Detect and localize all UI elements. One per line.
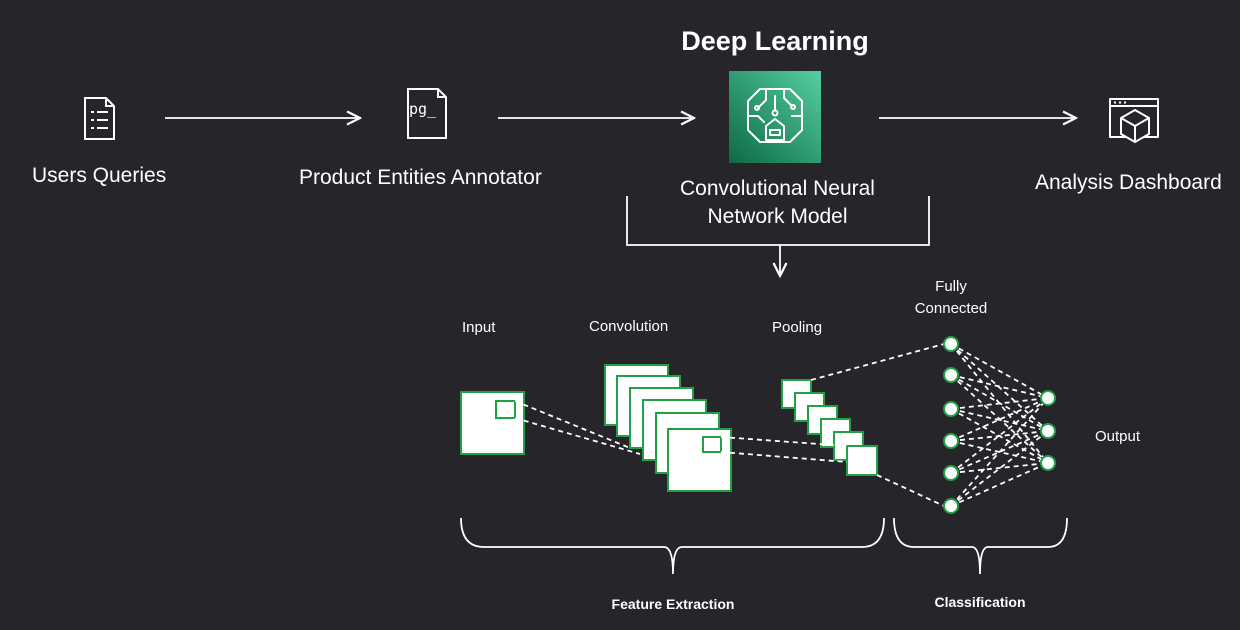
dense-link: [950, 430, 1049, 442]
pooling-layer: [781, 379, 878, 476]
pooling-label: Pooling: [772, 319, 823, 336]
output-node: [1040, 455, 1056, 471]
fully-connected-label-line2: Connected: [914, 300, 988, 317]
convolution-label: Convolution: [589, 318, 669, 335]
fc-node: [943, 433, 959, 449]
dashboard-label: Analysis Dashboard: [1035, 171, 1222, 194]
dense-link: [950, 408, 1049, 432]
dense-link: [950, 343, 1049, 399]
classification-brace: [893, 517, 1068, 575]
browser-cube-icon: [1109, 98, 1159, 143]
code-file-icon-text: pg_: [409, 100, 437, 118]
input-layer: [460, 391, 525, 455]
input-to-convolution-links: [514, 400, 641, 455]
neural-brain-icon: [729, 71, 821, 163]
fully-connected-label-line1: Fully: [935, 278, 967, 295]
cnn-model-label-line1: Convolutional Neural: [680, 177, 875, 200]
dense-link: [950, 374, 1049, 464]
output-layer: [1040, 390, 1056, 471]
users-queries-label: Users Queries: [32, 164, 167, 187]
fc-node: [943, 401, 959, 417]
dense-link: [950, 397, 1049, 507]
annotator-label: Product Entities Annotator: [299, 166, 542, 189]
feature-extraction-brace: [460, 517, 885, 575]
fc-node: [943, 367, 959, 383]
pooling-to-fc-links: [810, 343, 945, 507]
cnn-model-label-line2: Network Model: [707, 205, 848, 228]
fc-to-output-links: [950, 343, 1049, 507]
fc-node: [943, 498, 959, 514]
dense-link: [950, 397, 1049, 474]
classification-label: Classification: [934, 594, 1026, 610]
dense-link: [950, 430, 1049, 507]
fc-node: [943, 465, 959, 481]
document-list-icon: [84, 97, 115, 140]
diagram-title: Deep Learning: [681, 26, 869, 56]
model-detail-bracket: [626, 196, 930, 276]
fc-node: [943, 336, 959, 352]
dense-link: [950, 374, 1049, 399]
feature-extraction-label: Feature Extraction: [611, 596, 735, 612]
convolution-to-pooling-links: [720, 436, 848, 463]
dense-link: [950, 462, 1049, 474]
output-node: [1040, 390, 1056, 406]
output-node: [1040, 423, 1056, 439]
convolution-layer: [604, 364, 732, 492]
code-file-icon: [407, 88, 447, 139]
input-label: Input: [462, 319, 496, 336]
dense-link: [950, 462, 1049, 507]
output-label: Output: [1095, 428, 1141, 445]
dense-link: [950, 397, 1049, 410]
fully-connected-layer: [943, 336, 959, 514]
